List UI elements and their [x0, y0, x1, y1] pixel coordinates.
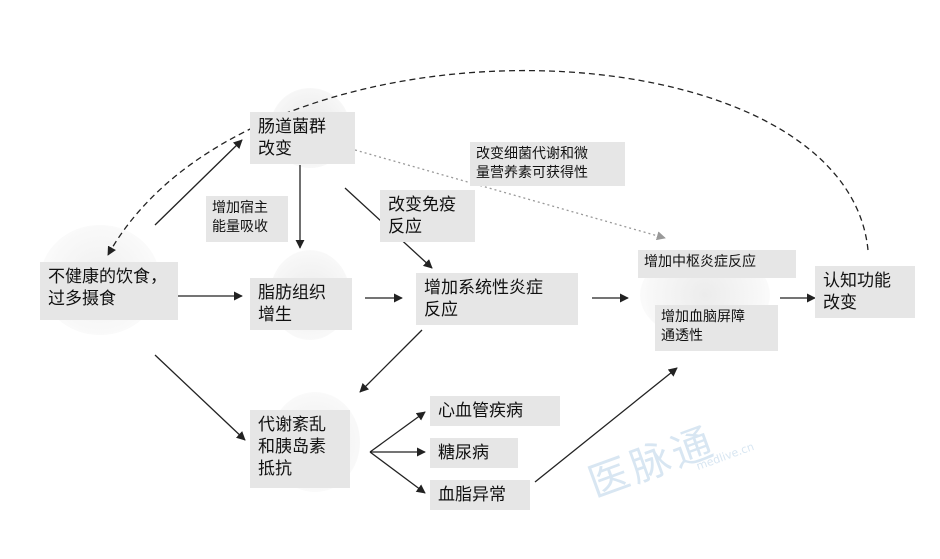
node-cvd: 心血管疾病 [430, 396, 560, 426]
arrow-systemic-metabolic [359, 329, 423, 393]
node-central-inflammation: 增加中枢炎症反应 [638, 250, 796, 278]
node-systemic-inflammation: 增加系统性炎症 反应 [416, 273, 578, 325]
arrow-dyslipidemia-brain [534, 367, 678, 483]
node-adipose: 脂肪组织 增生 [250, 278, 352, 330]
feedback-arc [107, 69, 869, 256]
node-bbb: 增加血脑屏障 通透性 [655, 305, 778, 351]
node-gut: 肠道菌群 改变 [250, 112, 355, 164]
node-microbial-metabolism: 改变细菌代谢和微 量营养素可获得性 [470, 142, 625, 186]
node-diet: 不健康的饮食， 过多摄食 [40, 262, 178, 320]
node-cognition: 认知功能 改变 [815, 266, 915, 318]
arrow-diet-gut [154, 139, 243, 226]
node-metabolic: 代谢紊乱 和胰岛素 抵抗 [250, 410, 350, 488]
node-dyslipidemia: 血脂异常 [430, 480, 530, 510]
node-immune: 改变免疫 反应 [380, 190, 475, 242]
node-diabetes: 糖尿病 [430, 438, 518, 468]
arrow-metabolic-dyslipidemia [369, 451, 426, 494]
arrow-gut-central [354, 149, 666, 241]
arrow-metabolic-cvd [369, 411, 426, 453]
node-host-energy: 增加宿主 能量吸收 [206, 196, 288, 242]
arrow-diet-metabolic [154, 354, 246, 441]
